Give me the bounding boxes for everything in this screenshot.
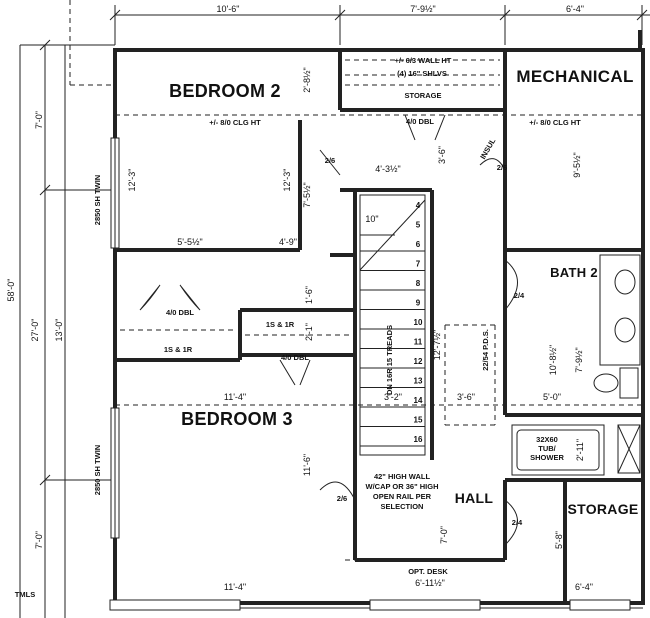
- stair-step-number: 10: [414, 318, 423, 327]
- door-label-4-0-dbl-closet: 4/0 DBL: [166, 308, 194, 317]
- dim-b3-11-4-bottom: 11'-4": [224, 582, 246, 592]
- tub-label-size: 32X60: [536, 435, 558, 444]
- stair-step-number: 15: [414, 416, 423, 425]
- note-closet-shelf-rod: 1S & 1R: [164, 345, 193, 354]
- dim-tub-2-11: 2'-11": [575, 439, 585, 461]
- stair-step-number: 14: [414, 396, 423, 405]
- tub-label-shower: SHOWER: [530, 453, 564, 462]
- dim-closet-3-6: 3'-6": [437, 146, 447, 164]
- door-label-2-6-mechanical: 2/6: [497, 163, 507, 172]
- windows: [109, 137, 631, 611]
- top-dimension-lines: [109, 5, 650, 45]
- note-mechanical-ceiling: +/- 8/0 CLG HT: [529, 118, 581, 127]
- staircase: 4 5 6 7 8 9 10 11 12 13 14 15 16: [359, 194, 426, 456]
- dim-hall-3-6: 3'-6": [457, 392, 475, 402]
- note-pull-down-stair: 22/54 P.D.S.: [481, 329, 490, 371]
- stair-step-number: 12: [414, 357, 423, 366]
- room-label-storage: STORAGE: [567, 501, 638, 517]
- bath-fixtures: [511, 254, 641, 476]
- dim-b2-5-5: 5'-5½": [177, 237, 202, 247]
- dim-left-13-0: 13'-0": [54, 319, 64, 342]
- dim-left-27-0: 27'-0": [30, 319, 40, 342]
- dim-hall-7-0: 7'-0": [439, 526, 449, 544]
- note-optional-desk: OPT. DESK: [408, 567, 448, 576]
- dim-b2-12-3-right: 12'-3": [282, 169, 292, 192]
- stair-step-number: 8: [416, 279, 421, 288]
- dim-bottom-6-4: 6'-4": [575, 582, 593, 592]
- closet-shelves: [120, 59, 500, 336]
- dim-hall-12-7: 12'-7½": [432, 330, 442, 360]
- note-bedroom2-ceiling: +/- 8/0 CLG HT: [209, 118, 261, 127]
- dim-stair-4-3: 4'-3½": [375, 164, 400, 174]
- stair-step-number: 7: [416, 260, 421, 269]
- note-storage-label: STORAGE: [405, 91, 442, 100]
- door-label-2-6-bedroom2: 2/6: [325, 156, 335, 165]
- note-rail-line2: W/CAP OR 36" HIGH: [365, 482, 438, 491]
- dim-left-7-0-top: 7'-0": [34, 111, 44, 129]
- window-label-twin-bottom: 2850 SH TWIN: [93, 445, 102, 495]
- window-label-twin-top: 2850 SH TWIN: [93, 175, 102, 225]
- door-label-4-0-dbl-linen: 4/0 DBL: [281, 353, 309, 362]
- dim-b2-2-8: 2'-8½": [302, 67, 312, 92]
- note-rail-line4: SELECTION: [381, 502, 424, 511]
- room-label-hall: HALL: [455, 490, 494, 506]
- dim-mech-9-5: 9'-5½": [572, 152, 582, 177]
- dim-b3-11-6: 11'-6": [302, 454, 312, 476]
- note-storage-shelves: (4) 16" SHLVS: [397, 69, 447, 78]
- stair-step-number: 16: [414, 435, 423, 444]
- dim-linen-1-6: 1'-6": [304, 286, 314, 304]
- dim-top-10-6: 10'-6": [217, 4, 240, 14]
- dim-bath-5-0: 5'-0": [543, 392, 561, 402]
- note-rail-line1: 42" HIGH WALL: [374, 472, 430, 481]
- stair-step-number: 11: [414, 338, 423, 347]
- dim-b3-11-4-top: 11'-4": [224, 392, 246, 402]
- door-label-4-0-dbl-storage: 4/0 DBL: [406, 117, 434, 126]
- door-label-2-4-storage: 2/4: [512, 518, 523, 527]
- dim-b2-4-9: 4'-9": [279, 237, 297, 247]
- dim-linen-2-1: 2'-1": [304, 323, 314, 341]
- room-label-bath2: BATH 2: [550, 265, 598, 280]
- stair-step-number: 13: [414, 377, 423, 386]
- note-linen-shelf-rod: 1S & 1R: [266, 320, 295, 329]
- interior-walls: [115, 50, 643, 603]
- dim-bottom-6-11: 6'-11½": [415, 578, 445, 588]
- dim-b2-7-5: 7'-5½": [302, 182, 312, 207]
- stair-step-number: 5: [416, 221, 421, 230]
- dim-storage-5-8: 5'-8": [554, 531, 564, 549]
- note-storage-wall-height: +/- 6/3 WALL HT: [395, 56, 452, 65]
- note-rail-line3: OPEN RAIL PER: [373, 492, 432, 501]
- dim-top-6-4: 6'-4": [566, 4, 584, 14]
- stair-step-number: 6: [416, 240, 421, 249]
- note-stair-treads: DN 16R 15 TREADS: [385, 325, 394, 395]
- tub-label-tub: TUB/: [538, 444, 556, 453]
- stair-step-number: 4: [416, 201, 421, 210]
- dim-bath-10-8: 10'-8½": [548, 345, 558, 375]
- left-dimension-lines: [19, 0, 115, 618]
- room-label-bedroom2: BEDROOM 2: [169, 81, 281, 101]
- plan-labels: BEDROOM 2 BEDROOM 3 MECHANICAL BATH 2 HALL ST…: [6, 4, 638, 599]
- dim-left-58-0: 58'-0": [6, 279, 16, 302]
- door-label-2-4-bath: 2/4: [514, 291, 525, 300]
- watermark-text: TMLS: [15, 590, 35, 599]
- dim-stair-10: 10": [365, 214, 378, 224]
- dim-left-7-0-bottom: 7'-0": [34, 531, 44, 549]
- door-label-2-6-bedroom3: 2/6: [337, 494, 347, 503]
- room-label-bedroom3: BEDROOM 3: [181, 409, 293, 429]
- dim-b2-12-3-left: 12'-3": [127, 169, 137, 192]
- dim-top-7-9: 7'-9½": [410, 4, 435, 14]
- stair-step-number: 9: [416, 299, 421, 308]
- dim-bath-7-9: 7'-9½": [574, 347, 584, 372]
- dim-hall-3-2: 3'-2": [384, 392, 402, 402]
- room-label-mechanical: MECHANICAL: [516, 67, 633, 86]
- note-insul: INSUL: [478, 136, 497, 160]
- door-swings: [139, 114, 518, 546]
